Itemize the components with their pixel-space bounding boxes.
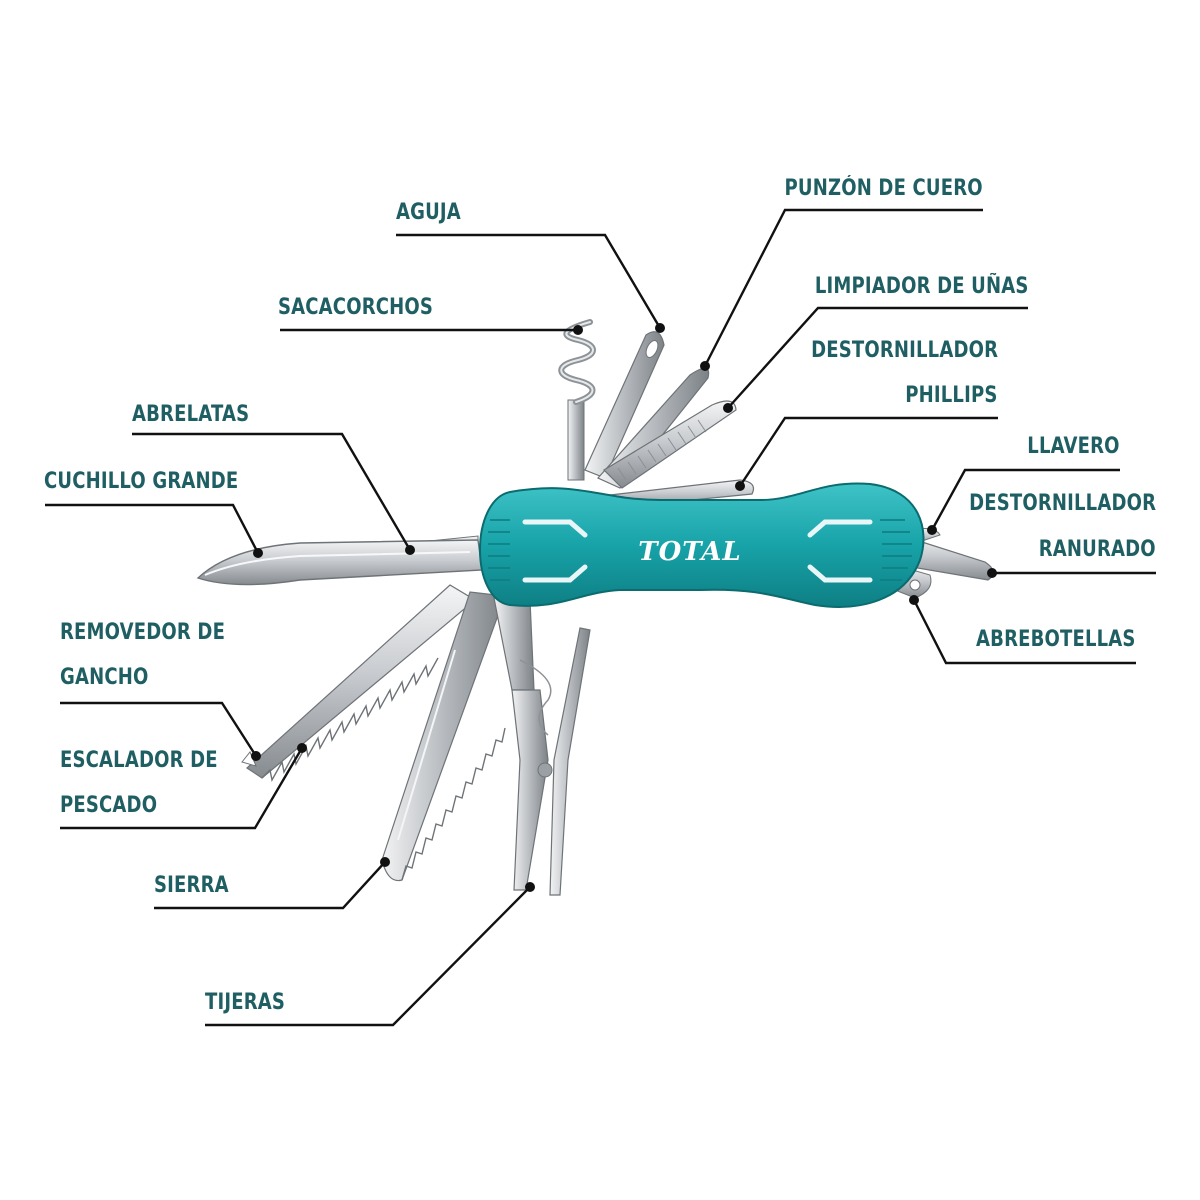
scissors-tool <box>493 597 591 896</box>
leader-sierra <box>154 861 386 910</box>
dot-escalador <box>297 743 307 753</box>
label-escalador-line2: PESCADO <box>60 793 158 818</box>
label-removedor-line2: GANCHO <box>60 665 149 690</box>
dot-limpiador <box>723 403 733 413</box>
leader-escalador <box>60 747 304 830</box>
corkscrew-tool <box>558 319 596 481</box>
label-phillips-line1: DESTORNILLADOR <box>810 338 998 363</box>
dot-abrelatas <box>405 545 415 555</box>
needle-tool <box>584 331 665 479</box>
dot-cuchillo <box>253 548 263 558</box>
leader-limpiador <box>727 306 1028 409</box>
dot-aguja <box>655 323 665 333</box>
leader-tijeras <box>205 886 531 1027</box>
label-ranurado-line2: RANURADO <box>1038 537 1156 562</box>
leader-phillips <box>738 416 998 487</box>
dot-punzon <box>700 361 710 371</box>
leader-punzon <box>703 208 983 367</box>
leader-cuchillo <box>45 503 260 554</box>
label-sierra: SIERRA <box>154 873 229 898</box>
leader-removedor <box>60 701 258 757</box>
dot-tijeras <box>525 882 535 892</box>
total-logo: TOTAL <box>630 536 750 568</box>
leader-llavero <box>930 468 1120 531</box>
large-knife-blade <box>196 539 483 586</box>
nail-cleaner-tool <box>603 400 737 489</box>
dot-phillips <box>735 481 745 491</box>
leader-lines <box>45 208 1156 1027</box>
dot-llavero <box>927 525 937 535</box>
dot-abrebotellas <box>909 595 919 605</box>
label-tijeras: TIJERAS <box>205 990 286 1015</box>
label-llavero: LLAVERO <box>1027 434 1120 459</box>
label-escalador-line1: ESCALADOR DE <box>60 748 218 773</box>
multitool-handle <box>479 482 925 608</box>
label-limpiador: LIMPIADOR DE UÑAS <box>814 274 1028 299</box>
leader-abrebotellas <box>912 599 1136 665</box>
tool-blades <box>196 319 994 896</box>
dot-sierra <box>380 857 390 867</box>
dot-sacacorchos <box>573 325 583 335</box>
label-removedor-line1: REMOVEDOR DE <box>60 620 226 645</box>
logo-text: TOTAL <box>638 537 742 567</box>
label-abrebotellas: ABREBOTELLAS <box>976 627 1136 652</box>
leader-aguja <box>396 233 662 329</box>
dot-ranurado <box>987 568 997 578</box>
label-cuchillo: CUCHILLO GRANDE <box>44 469 239 494</box>
label-abrelatas: ABRELATAS <box>132 402 250 427</box>
leader-abrelatas <box>132 432 412 551</box>
label-punzon: PUNZÓN DE CUERO <box>784 176 983 201</box>
label-phillips-line2: PHILLIPS <box>905 383 998 408</box>
label-aguja: AGUJA <box>396 200 461 225</box>
label-ranurado-line1: DESTORNILLADOR <box>968 491 1156 516</box>
label-sacacorchos: SACACORCHOS <box>278 295 434 320</box>
dot-removedor <box>251 751 261 761</box>
